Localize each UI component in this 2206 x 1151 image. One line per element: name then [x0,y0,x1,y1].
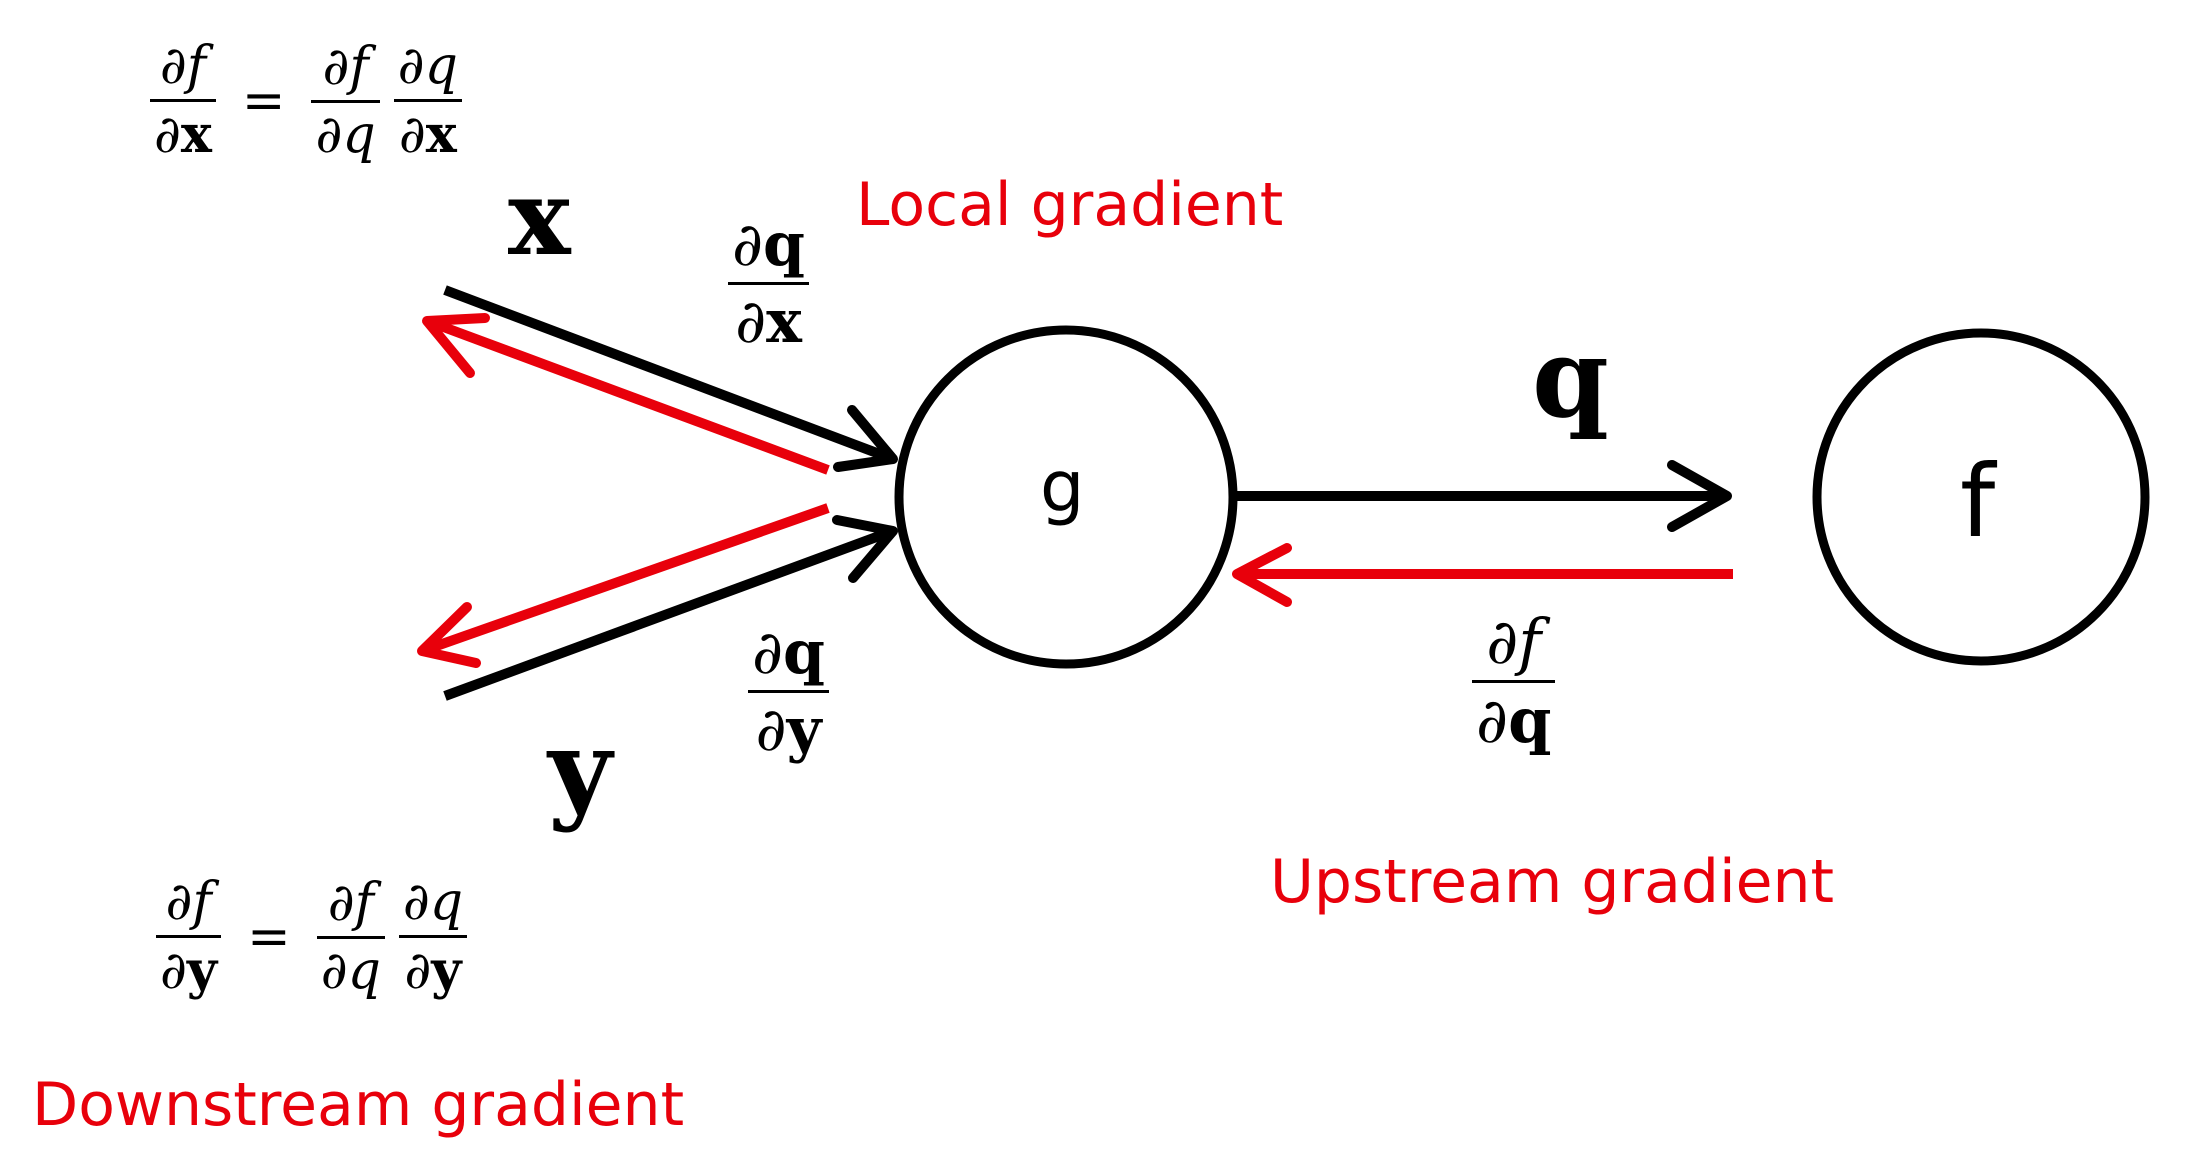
denominator-var: q [342,104,376,165]
node-g-circle [894,325,1238,669]
fraction-dq-dx: ∂q ∂x [728,212,809,355]
fraction-bar [398,935,468,939]
edge-x-to-g [443,285,898,472]
df-dy: ∂f ∂y [156,872,222,1002]
denominator-var: x [766,287,802,357]
denominator-var: x [180,104,212,166]
fraction-bar [150,99,216,103]
gradient-arrow-to-x [422,313,830,475]
fraction-bar [316,935,385,939]
denominator-var: x [425,104,457,166]
variable-q-label: q [1532,313,1609,442]
fraction-bar [748,690,829,693]
numerator-var: q [429,872,464,932]
partial-symbol: ∂ [732,210,764,280]
df-dq: ∂f ∂q [1472,605,1556,758]
partial-symbol: ∂ [735,287,767,357]
chain-rule-equation-y: ∂f ∂y = ∂f ∂q ∂q ∂y [156,872,468,1002]
partial-symbol: ∂ [755,695,787,765]
dq-dx: ∂q ∂x [728,212,809,355]
node-f-label: f [1960,443,1996,560]
denominator-var: q [1508,684,1552,758]
equals-sign: = [247,907,291,968]
denominator-var: y [431,940,462,1002]
node-g-label: g [1040,446,1085,528]
chain-rule-equation-x: ∂f ∂x = ∂f ∂q ∂q ∂x [150,36,462,166]
fraction-bar [393,99,462,103]
node-f-circle [1812,328,2150,666]
fraction-bar [156,935,222,939]
partial-symbol: ∂ [752,618,784,688]
numerator-var: q [424,36,458,96]
gradient-arrow-to-g [1232,543,1733,607]
partial-symbol: ∂ [159,36,187,96]
edge-g-to-f [1235,460,1732,532]
partial-symbol: ∂ [398,105,426,166]
numerator-var: f [192,872,212,932]
fraction-bar [311,99,380,103]
downstream-gradient-label: Downstream gradient [32,1070,685,1140]
numerator-var: f [1518,605,1542,678]
numerator-var: f [349,36,369,97]
fraction-bar [1472,680,1556,684]
denominator-var: q [347,940,381,1001]
dq-dx: ∂q ∂x [393,36,462,166]
equals-sign: = [241,71,286,132]
numerator-var: q [783,618,825,688]
numerator-var: f [354,872,374,933]
partial-symbol: ∂ [327,872,355,933]
denominator-var: y [786,695,822,765]
partial-symbol: ∂ [1476,684,1509,758]
partial-symbol: ∂ [320,940,348,1001]
partial-symbol: ∂ [402,872,430,932]
partial-symbol: ∂ [154,105,181,166]
partial-symbol: ∂ [404,941,432,1002]
fraction-df-dq: ∂f ∂q [1472,605,1556,758]
denominator-var: y [186,940,218,1002]
upstream-gradient-label: Upstream gradient [1270,847,1835,917]
df-dx: ∂f ∂x [150,36,216,166]
partial-symbol: ∂ [397,36,425,96]
numerator-var: f [186,36,207,96]
numerator-var: q [763,210,805,280]
partial-symbol: ∂ [322,36,350,97]
variable-y-label: y [548,705,612,834]
edge-y-to-g [443,515,898,701]
gradient-arrow-to-y [417,503,830,668]
partial-symbol: ∂ [160,941,187,1002]
df-dq: ∂f ∂q [311,36,380,165]
local-gradient-label: Local gradient [856,170,1284,240]
variable-x-label: x [508,155,571,279]
partial-symbol: ∂ [1486,605,1519,678]
dq-dy: ∂q ∂y [398,872,468,1002]
fraction-dq-dy: ∂q ∂y [748,620,829,763]
df-dq: ∂f ∂q [316,872,385,1001]
fraction-bar [728,282,809,285]
partial-symbol: ∂ [315,104,343,165]
partial-symbol: ∂ [165,872,193,932]
dq-dy: ∂q ∂y [748,620,829,763]
